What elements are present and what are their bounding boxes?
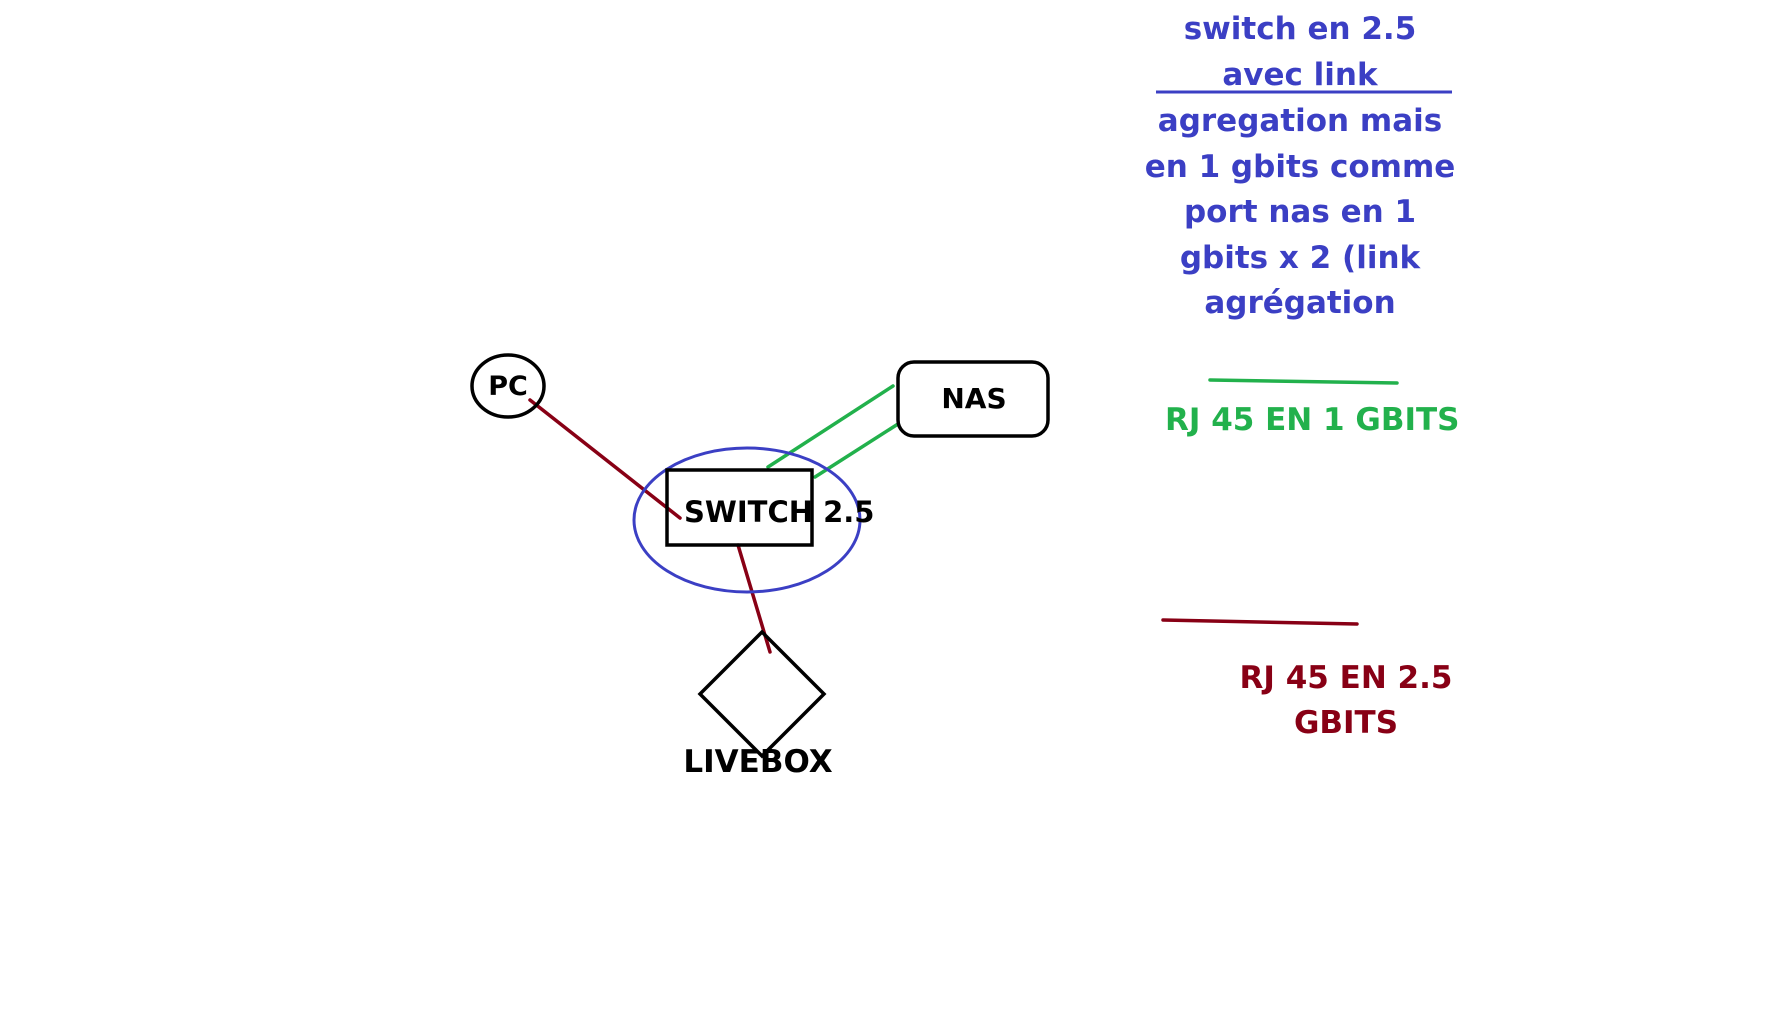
pc-node — [470, 353, 546, 419]
link-switch-nas-1 — [766, 384, 895, 469]
note-line-7: agrégation — [1204, 285, 1395, 321]
note: switch en 2.5 avec link agregation mais … — [1145, 11, 1456, 321]
switch-label: SWITCH 2.5 — [684, 495, 874, 529]
switch-node — [665, 468, 814, 547]
link-pc-switch — [528, 398, 682, 520]
nas-label: NAS — [941, 382, 1006, 415]
legend-green-swatch — [1208, 378, 1399, 385]
livebox-label: LIVEBOX — [683, 744, 832, 780]
legend-green-label: RJ 45 EN 1 GBITS — [1165, 402, 1460, 438]
note-line-6: gbits x 2 (link — [1180, 240, 1422, 276]
note-line-2: avec link — [1222, 57, 1379, 93]
pc-label: PC — [488, 371, 528, 402]
legend-green: RJ 45 EN 1 GBITS — [1165, 378, 1460, 438]
link-switch-nas-2 — [813, 422, 900, 479]
nas-node — [896, 360, 1050, 438]
note-line-3: agregation mais — [1158, 103, 1442, 139]
legend-red-swatch — [1161, 618, 1359, 626]
livebox-node — [697, 629, 827, 759]
legend-red-label-1: RJ 45 EN 2.5 — [1240, 660, 1453, 696]
switch-highlight-ellipse — [632, 446, 862, 594]
note-line-5: port nas en 1 — [1184, 194, 1416, 230]
note-line-1: switch en 2.5 — [1184, 11, 1417, 47]
legend-red-label-2: GBITS — [1294, 705, 1398, 741]
legend-red: RJ 45 EN 2.5 GBITS — [1161, 618, 1453, 741]
note-line-4: en 1 gbits comme — [1145, 149, 1456, 185]
